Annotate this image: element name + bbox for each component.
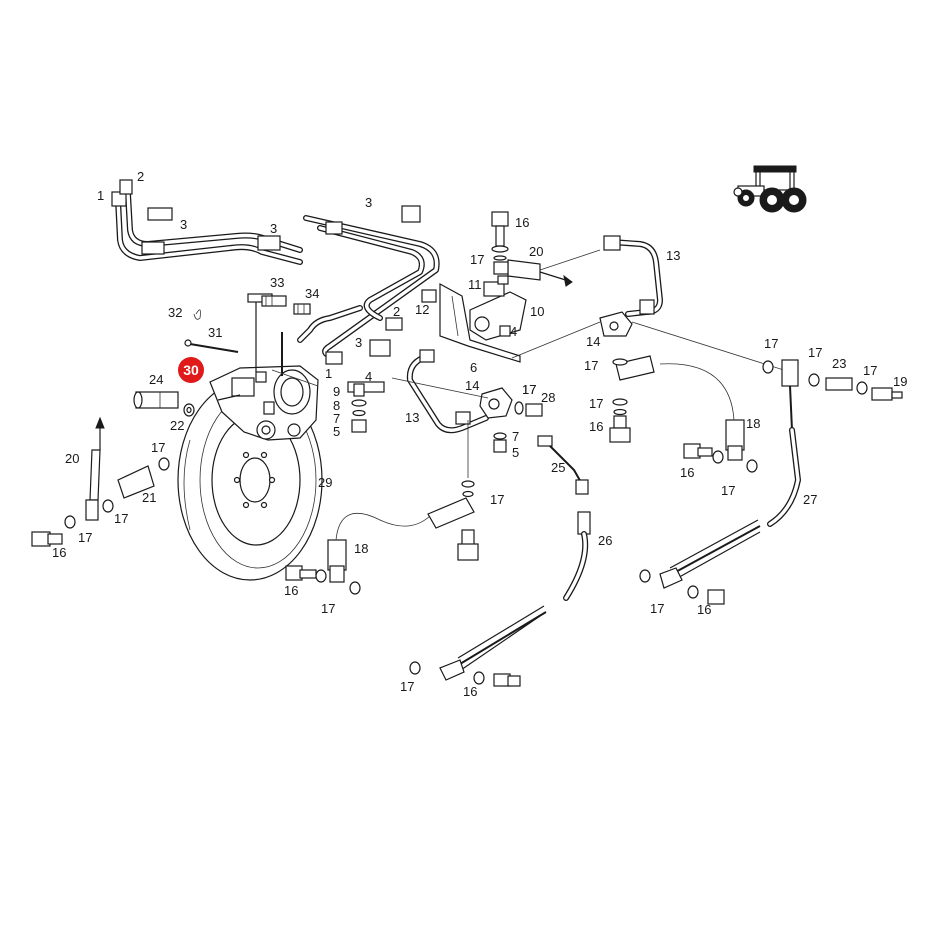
callout-label: 3 xyxy=(180,217,187,232)
hardware-bottom-right xyxy=(639,569,725,605)
callout-label: 3 xyxy=(365,195,372,210)
callout-label: 17 xyxy=(321,601,335,616)
callout-label: 17 xyxy=(151,440,165,455)
callout-label: 18 xyxy=(354,541,368,556)
callout-label: 10 xyxy=(530,304,544,319)
callout-label: 2 xyxy=(393,304,400,319)
brake-actuator-right xyxy=(615,355,758,473)
callout-label: 29 xyxy=(318,475,332,490)
brake-pipes-left xyxy=(111,179,303,265)
callout-label: 17 xyxy=(584,358,598,373)
highlight-badge-label: 30 xyxy=(183,362,199,378)
highlight-badge-30[interactable]: 30 xyxy=(178,357,204,383)
callout-label: 16 xyxy=(463,684,477,699)
callout-label: 7 xyxy=(512,429,519,444)
callout-label: 31 xyxy=(208,325,222,340)
brake-caliper xyxy=(209,293,319,441)
brake-tee-connector xyxy=(467,387,543,478)
callout-label: 17 xyxy=(522,382,536,397)
bolt-top xyxy=(491,211,509,261)
callout-label: 18 xyxy=(746,416,760,431)
callout-label: 13 xyxy=(666,248,680,263)
callout-label: 1 xyxy=(325,366,332,381)
callout-label: 17 xyxy=(589,396,603,411)
callout-label: 17 xyxy=(400,679,414,694)
callout-label: 3 xyxy=(355,335,362,350)
callout-label: 17 xyxy=(808,345,822,360)
callout-label: 2 xyxy=(137,169,144,184)
callout-label: 32 xyxy=(168,305,182,320)
callout-label: 33 xyxy=(270,275,284,290)
callout-label: 16 xyxy=(515,215,529,230)
callout-label: 6 xyxy=(470,360,477,375)
callout-label: 9 xyxy=(333,384,340,399)
callout-label: 3 xyxy=(270,221,277,236)
brake-pipe-13-lower xyxy=(406,349,489,434)
callout-label: 4 xyxy=(510,324,517,339)
callout-label: 11 xyxy=(468,277,482,292)
callout-label: 1 xyxy=(97,188,104,203)
callout-label: 4 xyxy=(365,369,372,384)
brake-pipes-center xyxy=(297,205,440,393)
pressure-switch-upper xyxy=(493,249,601,287)
brake-tee-right xyxy=(599,311,633,337)
hardware-bottom-center xyxy=(409,661,521,687)
callout-label: 20 xyxy=(65,451,79,466)
callout-label: 5 xyxy=(333,424,340,439)
callout-label: 17 xyxy=(764,336,778,351)
caliper-pin xyxy=(184,309,239,353)
callout-label: 22 xyxy=(170,418,184,433)
callout-label: 17 xyxy=(78,530,92,545)
brake-actuator-left xyxy=(31,416,170,547)
callout-label: 14 xyxy=(586,334,600,349)
callout-labels: 1 2 3 3 3 16 20 17 11 12 10 4 13 33 34 3… xyxy=(52,169,907,699)
callout-label: 8 xyxy=(333,398,340,413)
pressure-switch-center xyxy=(427,480,479,561)
callout-label: 21 xyxy=(142,490,156,505)
callout-label: 17 xyxy=(114,511,128,526)
callout-label: 34 xyxy=(305,286,319,301)
callout-label: 17 xyxy=(522,382,536,397)
callout-label: 17 xyxy=(650,601,664,616)
caliper-bolt xyxy=(133,391,195,417)
callout-label: 17 xyxy=(721,483,735,498)
callout-label: 5 xyxy=(512,445,519,460)
callout-label: 25 xyxy=(551,460,565,475)
callout-label: 13 xyxy=(405,410,419,425)
callout-label: 16 xyxy=(589,419,603,434)
callout-label: 20 xyxy=(529,244,543,259)
callout-label: 23 xyxy=(832,356,846,371)
hardware-stack-right xyxy=(609,358,631,443)
callout-label: 16 xyxy=(284,583,298,598)
callout-label: 17 xyxy=(470,252,484,267)
valve-bracket xyxy=(439,282,521,363)
callout-label: 26 xyxy=(598,533,612,548)
callout-label: 24 xyxy=(149,372,163,387)
brake-valve xyxy=(421,275,527,341)
callout-label: 28 xyxy=(541,390,555,405)
callout-label: 27 xyxy=(803,492,817,507)
callout-label: 14 xyxy=(465,378,479,393)
callout-label: 17 xyxy=(490,492,504,507)
brake-pipe-13-right xyxy=(603,235,663,317)
callout-label: 19 xyxy=(893,374,907,389)
bleeder-screw xyxy=(261,295,311,315)
callout-label: 12 xyxy=(415,302,429,317)
callout-label: 7 xyxy=(333,411,340,426)
callout-label: 16 xyxy=(697,602,711,617)
hardware-stack-center xyxy=(351,383,367,433)
brake-cable-right xyxy=(659,359,903,589)
callout-label: 17 xyxy=(863,363,877,378)
brake-actuator-center xyxy=(285,512,431,595)
callout-label: 16 xyxy=(52,545,66,560)
tractor-icon xyxy=(733,165,807,213)
callout-label: 16 xyxy=(680,465,694,480)
brake-hose-center xyxy=(439,435,591,681)
